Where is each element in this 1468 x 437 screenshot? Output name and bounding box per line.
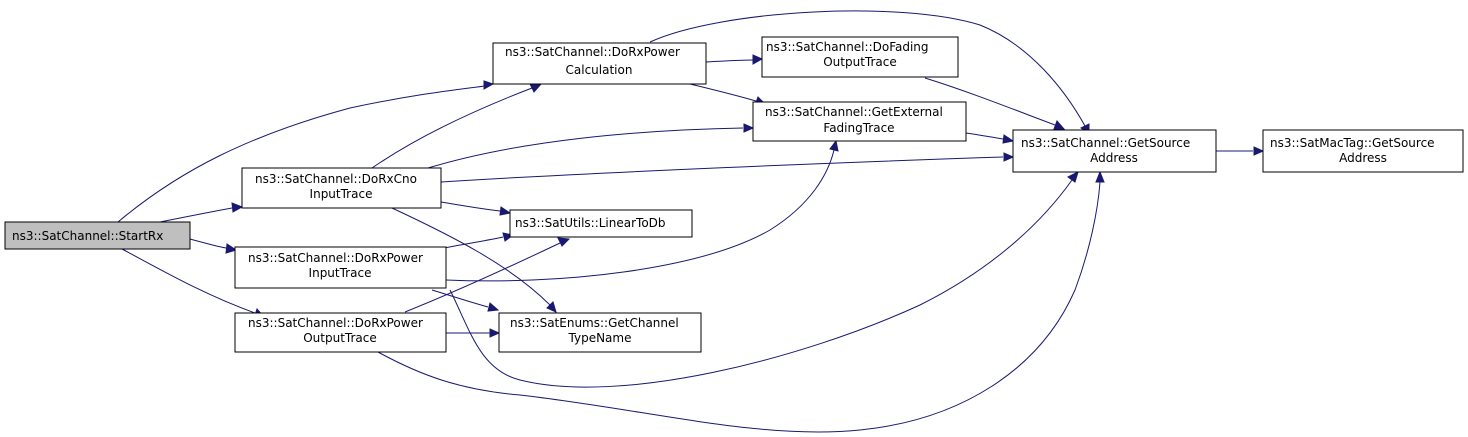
node-getchanneltypename-label-1: ns3::SatEnums::GetChannel bbox=[510, 316, 679, 330]
node-getexternalfading-label-1: ns3::SatChannel::GetExternal bbox=[765, 105, 943, 119]
node-getexternalfading[interactable]: ns3::SatChannel::GetExternal FadingTrace bbox=[752, 101, 967, 142]
arrowhead bbox=[529, 83, 543, 93]
edge-dorxpoweroutput-to-lineartodb bbox=[404, 242, 561, 313]
edge-dorxpowercalc-to-getsourceaddress bbox=[649, 10, 1086, 127]
arrowhead bbox=[1095, 170, 1105, 183]
node-getchanneltypename[interactable]: ns3::SatEnums::GetChannel TypeName bbox=[498, 312, 702, 353]
node-dofadingoutput-label-2: OutputTrace bbox=[823, 55, 897, 69]
arrowhead bbox=[1253, 146, 1265, 156]
edge-dorxpowercalc-to-getexternalfading bbox=[689, 83, 757, 102]
node-dorxcnoinput-label-2: InputTrace bbox=[310, 187, 373, 201]
node-getsourceaddress[interactable]: ns3::SatChannel::GetSource Address bbox=[1012, 129, 1217, 173]
node-dorxpowercalc[interactable]: ns3::SatChannel::DoRxPower Calculation bbox=[492, 42, 707, 85]
edge-startrx-to-dorxpoweroutput bbox=[121, 248, 256, 314]
node-lineartodb-label: ns3::SatUtils::LinearToDb bbox=[515, 216, 666, 230]
node-dorxpowerinput-label-2: InputTrace bbox=[309, 266, 372, 280]
edge-getexternalfading-to-getsourceaddress bbox=[965, 132, 1004, 140]
edge-startrx-to-dorxpowercalc bbox=[117, 85, 486, 223]
arrowhead bbox=[225, 243, 238, 254]
edge-dorxcnoinput-to-dorxpowercalc bbox=[371, 87, 533, 169]
arrowhead bbox=[499, 206, 512, 216]
arrowhead bbox=[1003, 152, 1015, 162]
edge-dorxpowerinput-to-getsourceaddress bbox=[449, 179, 1073, 388]
edge-dorxpowercalc-to-dofadingoutput bbox=[705, 59, 754, 63]
edge-dorxpowerinput-to-getchanneltypename bbox=[431, 289, 489, 308]
node-lineartodb[interactable]: ns3::SatUtils::LinearToDb bbox=[509, 209, 693, 238]
node-dorxcnoinput[interactable]: ns3::SatChannel::DoRxCno InputTrace bbox=[241, 167, 442, 209]
call-nodes: ns3::SatChannel::StartRx ns3::SatChannel… bbox=[4, 36, 1464, 353]
arrowhead bbox=[489, 328, 501, 338]
node-dorxpowerinput-label-1: ns3::SatChannel::DoRxPower bbox=[248, 251, 423, 265]
arrowhead bbox=[231, 202, 244, 213]
node-dorxpowercalc-label-1: ns3::SatChannel::DoRxPower bbox=[505, 45, 680, 59]
arrowhead bbox=[743, 123, 755, 133]
edge-dofadingoutput-to-getsourceaddress bbox=[924, 77, 1056, 126]
node-mactaggetsource-label-2: Address bbox=[1339, 151, 1387, 165]
node-dorxpoweroutput[interactable]: ns3::SatChannel::DoRxPower OutputTrace bbox=[234, 312, 447, 353]
node-getchanneltypename-label-2: TypeName bbox=[568, 331, 632, 345]
edge-dorxpowerinput-to-getexternalfading bbox=[445, 149, 835, 282]
node-getexternalfading-label-2: FadingTrace bbox=[823, 121, 894, 135]
arrowhead bbox=[1067, 171, 1079, 183]
arrowhead bbox=[483, 80, 495, 90]
arrowhead bbox=[1053, 120, 1066, 130]
node-dorxpoweroutput-label-2: OutputTrace bbox=[303, 331, 377, 345]
edge-dorxpowerinput-to-lineartodb bbox=[443, 236, 504, 249]
node-dofadingoutput-label-1: ns3::SatChannel::DoFading bbox=[766, 40, 929, 54]
edge-startrx-to-dorxcnoinput bbox=[159, 207, 233, 223]
node-dorxpowercalc-label-2: Calculation bbox=[566, 63, 633, 77]
edge-dorxpoweroutput-to-getsourceaddress bbox=[377, 181, 1101, 433]
arrowhead bbox=[557, 237, 571, 247]
arrowhead bbox=[1002, 134, 1015, 144]
node-dorxpowerinput[interactable]: ns3::SatChannel::DoRxPower InputTrace bbox=[234, 246, 447, 289]
node-startrx: ns3::SatChannel::StartRx bbox=[4, 221, 191, 250]
arrowhead bbox=[752, 54, 764, 65]
edge-dorxcnoinput-to-getexternalfading bbox=[427, 127, 744, 169]
edge-startrx-to-dorxpowerinput bbox=[189, 238, 227, 249]
node-dorxcnoinput-label-1: ns3::SatChannel::DoRxCno bbox=[255, 172, 417, 186]
node-getsourceaddress-label-1: ns3::SatChannel::GetSource bbox=[1021, 136, 1190, 150]
edge-dorxcnoinput-to-getchanneltypename bbox=[391, 207, 551, 306]
edge-dorxcnoinput-to-getsourceaddress bbox=[440, 156, 1004, 183]
arrowhead bbox=[829, 139, 839, 152]
node-dofadingoutput[interactable]: ns3::SatChannel::DoFading OutputTrace bbox=[761, 36, 959, 78]
arrowhead bbox=[546, 301, 557, 313]
arrowhead bbox=[487, 302, 500, 312]
node-mactaggetsource[interactable]: ns3::SatMacTag::GetSource Address bbox=[1262, 129, 1464, 173]
node-getsourceaddress-label-2: Address bbox=[1090, 151, 1138, 165]
node-dorxpoweroutput-label-1: ns3::SatChannel::DoRxPower bbox=[248, 316, 423, 330]
edge-dorxcnoinput-to-lineartodb bbox=[440, 201, 501, 212]
node-mactaggetsource-label-1: ns3::SatMacTag::GetSource bbox=[1270, 136, 1435, 150]
node-startrx-label: ns3::SatChannel::StartRx bbox=[12, 229, 163, 243]
